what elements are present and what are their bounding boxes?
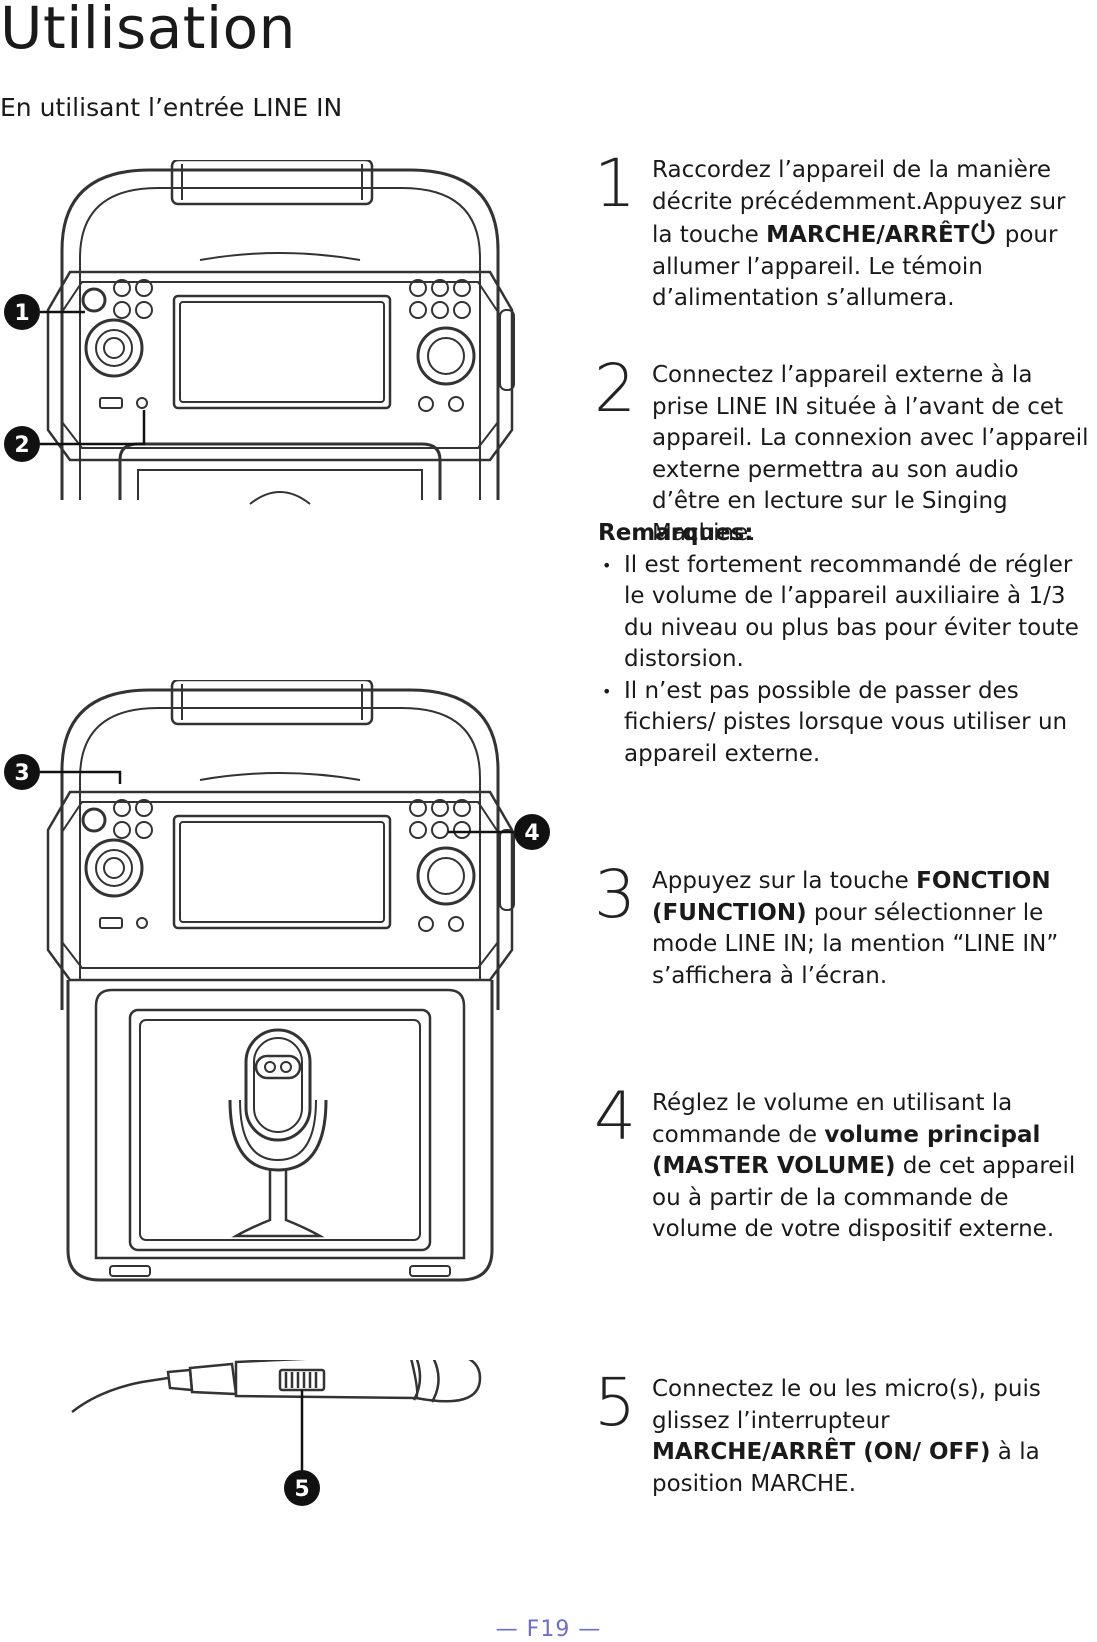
power-icon bbox=[971, 220, 995, 245]
figure-machine-full: 3 4 bbox=[4, 680, 550, 1282]
step-text-segment: Connectez l’appareil externe à la prise … bbox=[652, 362, 1089, 546]
svg-text:2: 2 bbox=[14, 433, 29, 458]
step-text-bold: MARCHE/ARRÊT (ON/ OFF) bbox=[652, 1439, 991, 1465]
step-text-bold: MARCHE/ARRÊT bbox=[766, 222, 970, 248]
note-item: Il est fortement recommandé de régler le… bbox=[598, 550, 1088, 676]
notes-heading: Remarques: bbox=[598, 520, 754, 546]
callout-4: 4 bbox=[514, 814, 550, 850]
step-text: Connectez le ou les micro(s), puis gliss… bbox=[652, 1374, 1092, 1500]
callout-5: 5 bbox=[284, 1470, 320, 1506]
page-number: — F19 — bbox=[495, 1617, 602, 1642]
step-number: 4 bbox=[594, 1078, 636, 1155]
step-number: 5 bbox=[594, 1364, 636, 1441]
step-number: 1 bbox=[594, 145, 636, 222]
step-number: 3 bbox=[594, 856, 636, 933]
callout-1: 1 bbox=[4, 294, 40, 330]
step-text-segment: pour sélectionner le mode LINE IN; la me… bbox=[652, 899, 1059, 989]
step-text-segment: Réglez le volume en utilisant la command… bbox=[652, 1090, 1013, 1148]
svg-text:3: 3 bbox=[14, 761, 29, 786]
step-text-segment: à la position MARCHE. bbox=[652, 1439, 1040, 1497]
step-text-bold: FONCTION (FUNCTION) bbox=[652, 868, 1051, 926]
step-text-segment: pour allumer l’appareil. Le témoin d’ali… bbox=[652, 222, 1058, 311]
callout-3: 3 bbox=[4, 754, 40, 790]
step-text-segment: Raccordez l’appareil de la manière décri… bbox=[652, 157, 1066, 248]
step-number: 2 bbox=[594, 350, 636, 427]
note-item: Il n’est pas possible de passer des fich… bbox=[598, 676, 1088, 771]
step-text-segment: Appuyez sur la touche bbox=[652, 868, 917, 894]
step-text-segment: de cet appareil ou à partir de la comman… bbox=[652, 1153, 1076, 1242]
svg-text:4: 4 bbox=[524, 821, 539, 846]
step-text: Connectez l’appareil externe à la prise … bbox=[652, 360, 1092, 549]
notes-list: Il est fortement recommandé de régler le… bbox=[598, 550, 1088, 771]
callout-2: 2 bbox=[4, 426, 40, 462]
page-subtitle: En utilisant l’entrée LINE IN bbox=[0, 93, 343, 122]
step-text: Appuyez sur la touche FONCTION (FUNCTION… bbox=[652, 866, 1092, 992]
figure-microphone: 5 bbox=[71, 1360, 482, 1506]
step-text: Raccordez l’appareil de la manière décri… bbox=[652, 155, 1092, 315]
svg-text:5: 5 bbox=[294, 1477, 309, 1502]
step-text: Réglez le volume en utilisant la command… bbox=[652, 1088, 1092, 1246]
figure-machine-top: 1 2 bbox=[4, 160, 515, 505]
svg-text:1: 1 bbox=[14, 301, 29, 326]
step-text-bold: volume principal (MASTER VOLUME) bbox=[652, 1121, 1041, 1180]
step-text-segment: Connectez le ou les micro(s), puis gliss… bbox=[652, 1376, 1041, 1434]
page-title: Utilisation bbox=[0, 0, 296, 62]
notes-block: Remarques: Il est fortement recommandé d… bbox=[598, 518, 1088, 770]
